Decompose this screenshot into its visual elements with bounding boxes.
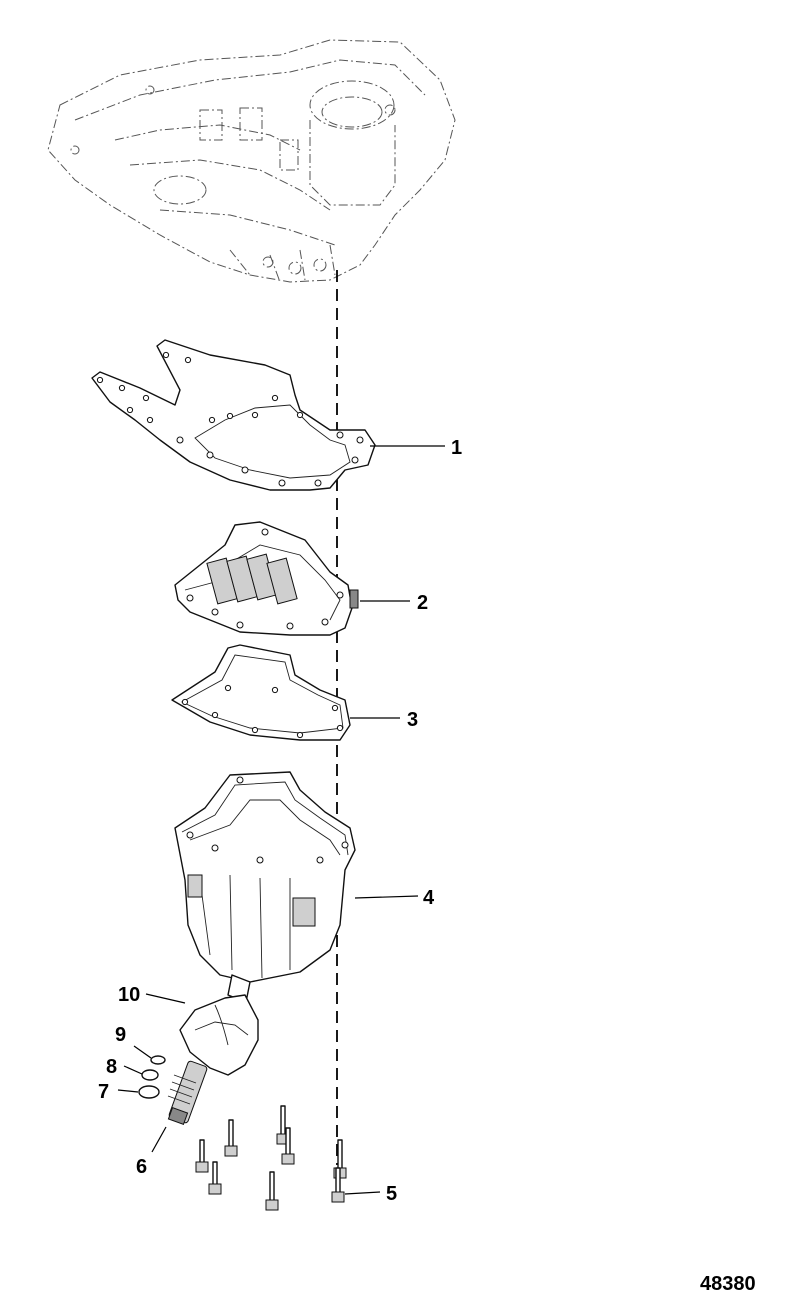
figure-number: 48380 [700, 1273, 756, 1295]
callout-label-10: 10 [118, 984, 140, 1006]
bolt [331, 1167, 345, 1203]
callout-label-4: 4 [423, 887, 435, 909]
bolt [224, 1119, 238, 1157]
callout-label-2: 2 [417, 592, 428, 614]
o-ring-part-8 [141, 1069, 159, 1081]
bolt [281, 1127, 295, 1165]
callout-label-7: 7 [98, 1081, 109, 1103]
o-rings [138, 1055, 166, 1099]
bolt [195, 1139, 209, 1173]
oil-sump [174, 771, 356, 1003]
callout-label-5: 5 [386, 1183, 397, 1205]
upper-gasket [91, 339, 376, 491]
cover-part-10 [179, 994, 259, 1076]
leader-lines [117, 445, 445, 1195]
engine-block-phantom [47, 39, 456, 283]
o-ring-part-9 [150, 1055, 166, 1065]
callout-label-9: 9 [115, 1024, 126, 1046]
drain-fitting-part-6 [167, 1060, 208, 1126]
callout-label-6: 6 [136, 1156, 147, 1178]
callout-label-1: 1 [451, 437, 462, 459]
bolts-part-5 [195, 1105, 347, 1211]
callout-label-3: 3 [407, 709, 418, 731]
o-ring-part-7 [138, 1085, 160, 1099]
bolt [265, 1171, 279, 1211]
callout-labels: 1 2 3 4 5 6 7 8 9 10 [98, 437, 462, 1205]
lower-gasket [171, 644, 351, 741]
bolt [208, 1161, 222, 1195]
callout-label-8: 8 [106, 1056, 117, 1078]
adapter-plate [174, 521, 359, 636]
